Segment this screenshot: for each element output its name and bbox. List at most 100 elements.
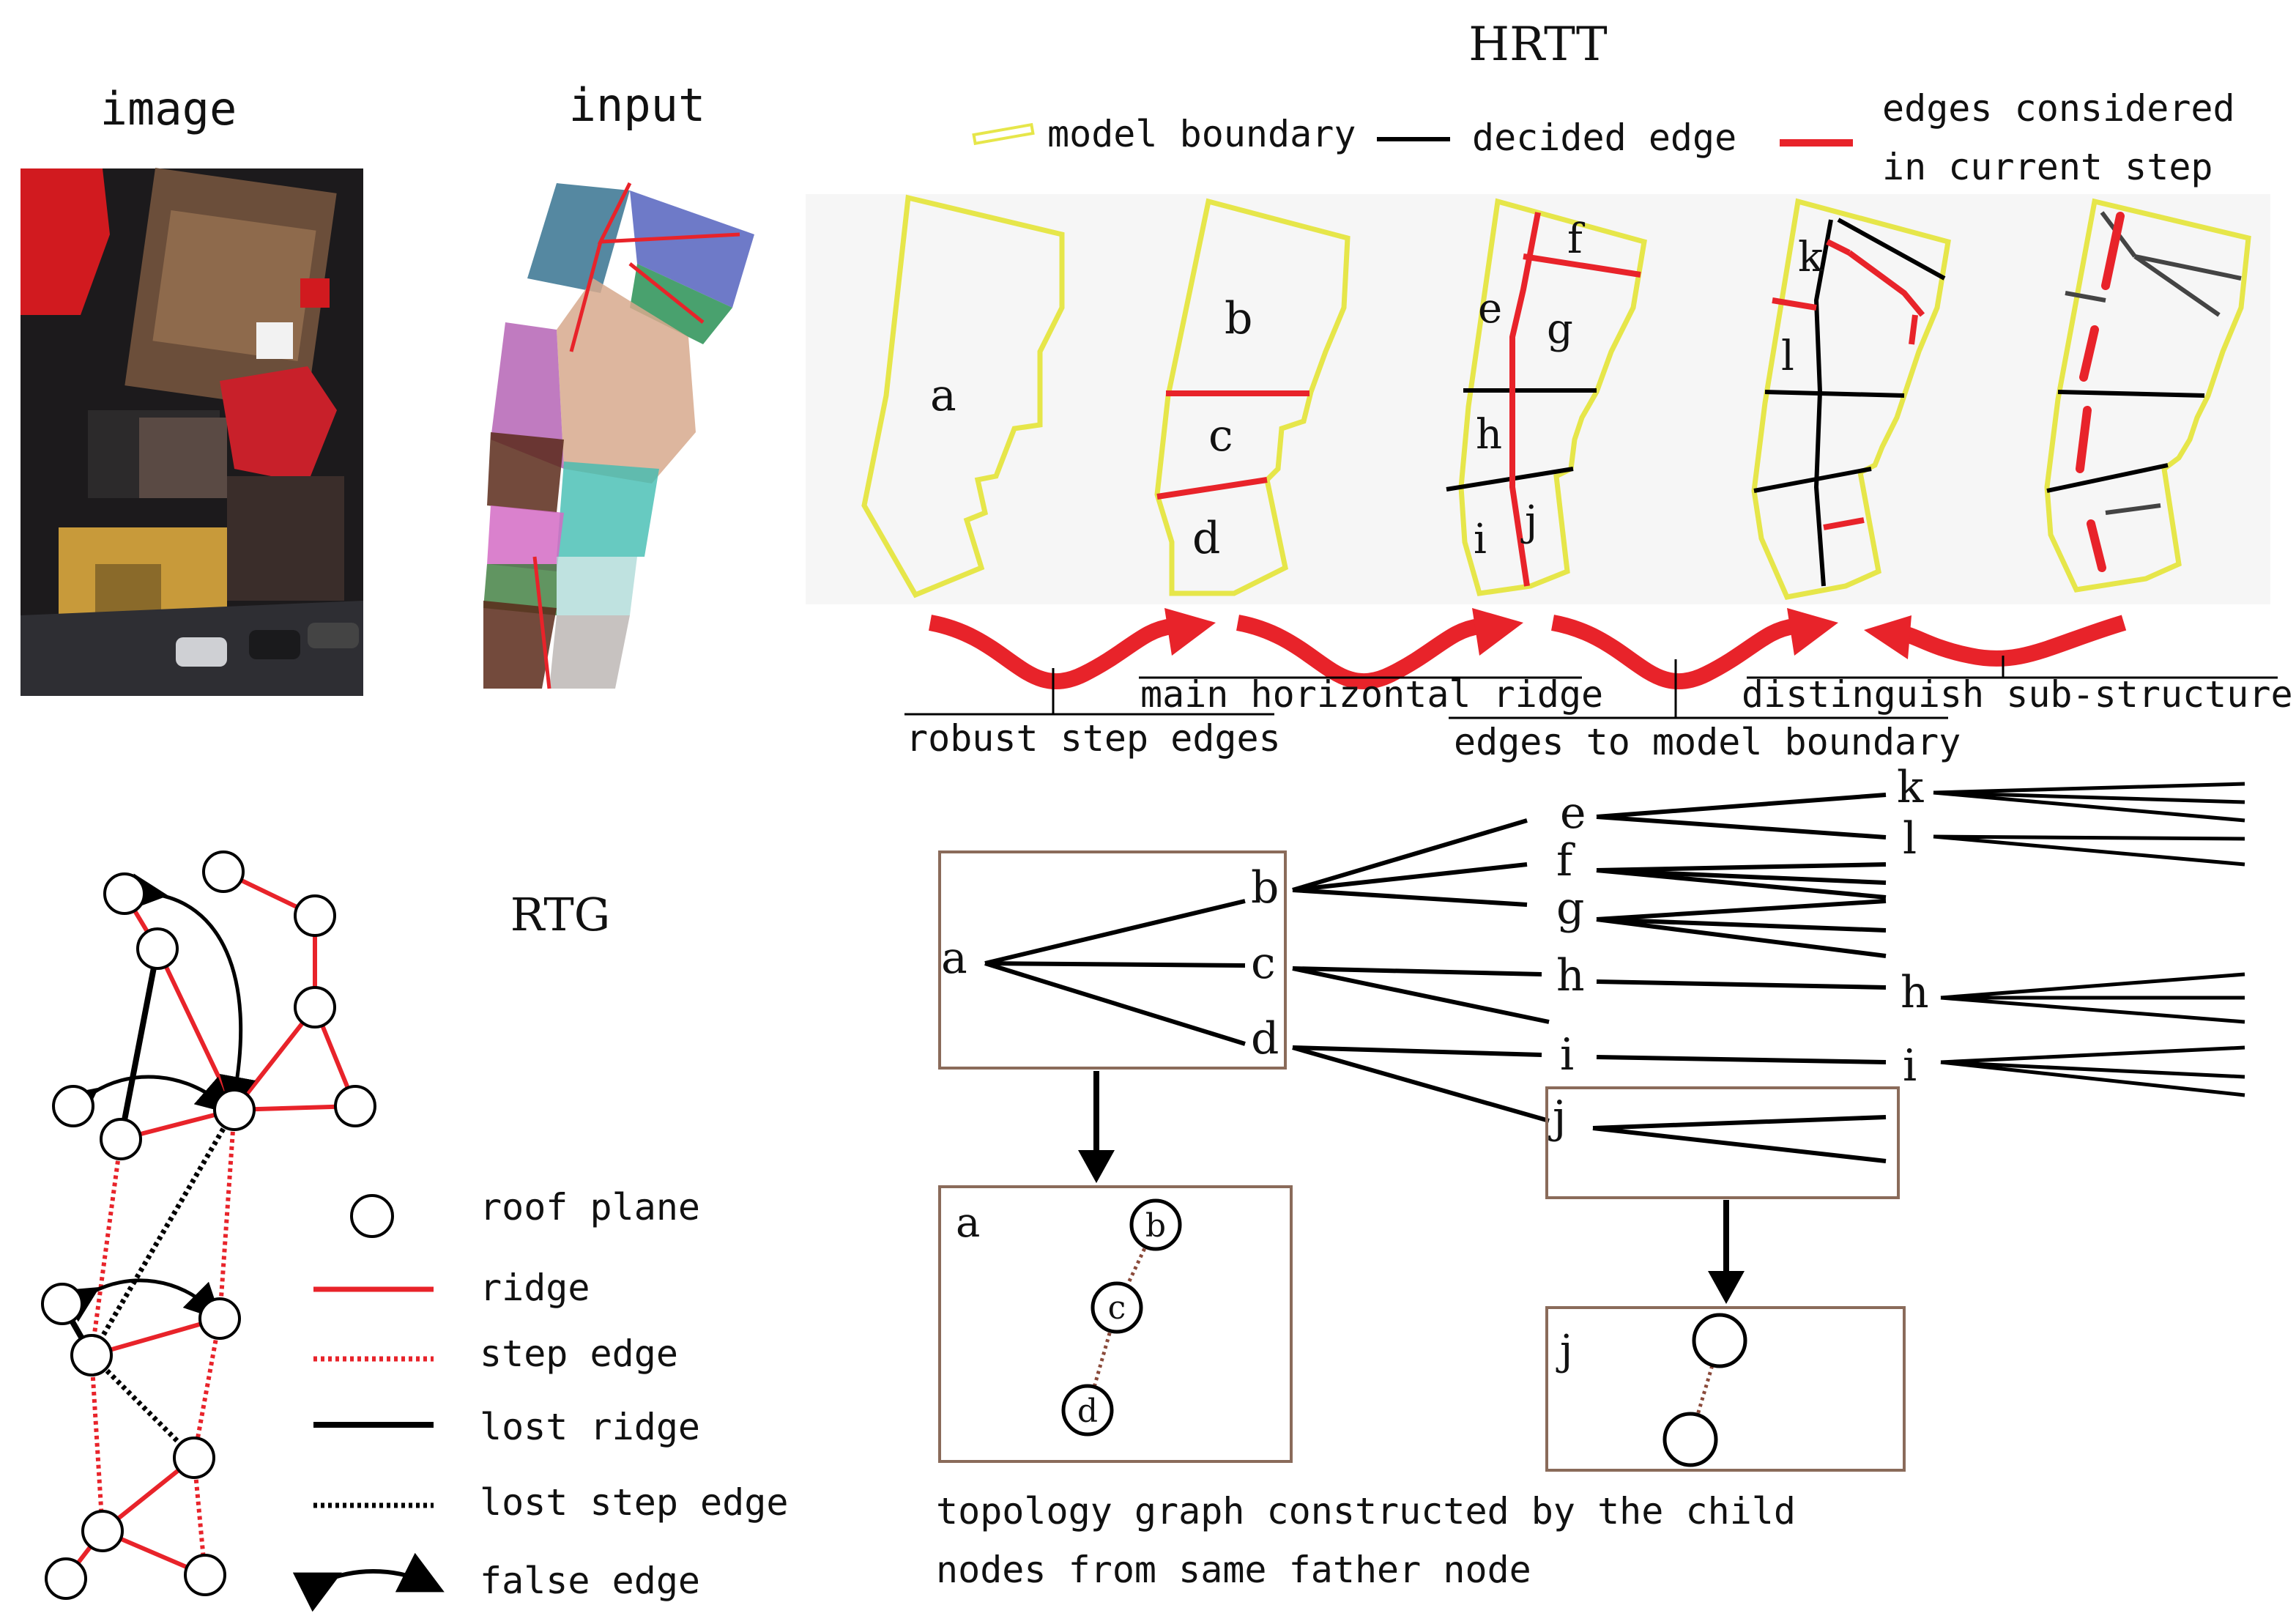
rtg-node <box>41 1283 83 1325</box>
tree-node-g: g <box>1556 883 1584 934</box>
subgraph-a: a b c d <box>938 1185 1293 1463</box>
legend-step-edge-label: step edge <box>480 1333 678 1375</box>
caption-line1: topology graph constructed by the child <box>936 1490 1796 1532</box>
subgraph-node-c-label: c <box>1108 1289 1126 1327</box>
region-h-label: h <box>1476 411 1502 459</box>
region-k-label: k <box>1798 234 1824 281</box>
tree-node-i: i <box>1560 1029 1574 1081</box>
hrtt-stage-2: b c d <box>1154 198 1351 596</box>
rtg-node <box>45 1557 87 1600</box>
hrtt-legend: model boundary decided edge edges consid… <box>972 87 2235 188</box>
hrtt-stage-5 <box>2044 198 2251 593</box>
tree-box-j <box>1545 1086 1900 1199</box>
legend-false-edge-label: false edge <box>480 1560 700 1602</box>
step-model-boundary-label: edges to model boundary <box>1454 721 1961 763</box>
legend-lost-step-edge-label: lost step edge <box>480 1481 788 1524</box>
rtg-node <box>334 1085 376 1127</box>
rtg-title: RTG <box>510 888 610 941</box>
down-arrows <box>1078 1071 1745 1304</box>
rtg-node <box>136 927 179 970</box>
legend-model-boundary-swatch <box>972 122 1035 146</box>
tree-node-h: h <box>1556 950 1585 1001</box>
tree-node-b: b <box>1251 862 1279 913</box>
legend-considered-line2: in current step <box>1882 146 2213 188</box>
rtg-false-edge-2 <box>58 1075 234 1125</box>
region-g-label: g <box>1547 305 1573 353</box>
rtg-node <box>70 1334 113 1376</box>
region-c-label: c <box>1208 410 1233 462</box>
hrtt-stage-4: k l <box>1751 198 1951 600</box>
stage5-red-seg-3 <box>2076 406 2092 473</box>
rtg-node <box>294 986 336 1028</box>
rtg-node <box>103 872 146 915</box>
rtg-false-edge-1 <box>130 873 256 1113</box>
legend-ridge-label: ridge <box>480 1267 590 1309</box>
rtg-legend: roof plane ridge step edge lost ridge lo… <box>292 1186 788 1612</box>
rtg-node <box>294 894 336 937</box>
stage3-ridge-f-red <box>1523 253 1641 278</box>
aerial-image <box>21 168 363 696</box>
subgraph-node-b <box>1129 1198 1182 1251</box>
stage3-ridge-e-red <box>1509 212 1541 587</box>
hrtt-title: HRTT <box>1468 18 1608 72</box>
subgraph-node-j-top <box>1692 1313 1747 1368</box>
rtg-node <box>173 1437 215 1479</box>
tree-box-a <box>938 850 1287 1070</box>
tree-node-f: f <box>1556 835 1575 886</box>
subgraph-node-c <box>1091 1281 1143 1334</box>
image-panel-title: image <box>100 82 237 136</box>
legend-lost-ridge-label: lost ridge <box>480 1406 700 1448</box>
step-robust-label: robust step edges <box>906 717 1281 760</box>
step-main-ridge-label: main horizontal ridge <box>1140 673 1603 716</box>
rtg-node <box>81 1510 124 1552</box>
hrtt-stage-3: e f g h i j <box>1446 198 1647 596</box>
hrtt-stage-background <box>806 194 2270 604</box>
rtg-node <box>213 1089 256 1131</box>
legend-model-boundary-label: model boundary <box>1047 113 1356 155</box>
rtg-node <box>184 1554 226 1596</box>
step-sub-structure-label: distinguish sub-structure <box>1742 673 2293 716</box>
arrow-stage1-to-2 <box>928 615 1173 690</box>
subgraph-node-d <box>1061 1384 1114 1437</box>
subgraph-node-j-bottom <box>1662 1412 1718 1467</box>
tree-node-j: j <box>1548 1091 1567 1143</box>
legend-false-edge-swatch <box>292 1552 445 1612</box>
subgraph-a-label: a <box>956 1199 980 1247</box>
rtg-node <box>52 1085 94 1127</box>
arrow-stage2-to-3 <box>1236 615 1481 690</box>
subgraph-j: j <box>1545 1306 1906 1472</box>
subgraph-node-d-label: d <box>1077 1393 1098 1430</box>
tree-node-e: e <box>1560 787 1586 839</box>
legend-considered-line1: edges considered <box>1882 87 2235 130</box>
rtg-lost-ridge <box>118 948 160 1140</box>
region-d-label: d <box>1192 513 1220 564</box>
input-panel-title: input <box>569 78 706 132</box>
stage5-red-seg-1 <box>2101 212 2125 290</box>
hrtt-stage-1: a <box>861 194 1065 598</box>
tree-node-a: a <box>941 933 967 984</box>
rtg-graph <box>41 850 376 1600</box>
tree-node-h-second: h <box>1901 967 1929 1018</box>
subgraph-j-label: j <box>1556 1327 1572 1374</box>
tree-node-l: l <box>1903 813 1917 864</box>
caption-line2: nodes from same father node <box>936 1549 1531 1591</box>
region-a-label: a <box>930 370 956 421</box>
rtg-false-edge-3 <box>59 1278 222 1322</box>
region-l-label: l <box>1781 333 1794 380</box>
hierarchy-tree: a b c d e f g h i k l h i <box>938 762 2245 1199</box>
tree-node-c: c <box>1251 938 1276 989</box>
stage-arrows <box>928 608 2127 690</box>
step-labels: robust step edges main horizontal ridge … <box>904 656 2293 763</box>
tree-node-d: d <box>1251 1013 1279 1064</box>
legend-decided-edge-label: decided edge <box>1472 116 1736 159</box>
subgraph-node-b-label: b <box>1145 1207 1166 1245</box>
tree-node-i-second: i <box>1903 1040 1917 1091</box>
legend-roof-plane-icon <box>350 1194 394 1238</box>
rtg-node <box>100 1118 142 1160</box>
input-point-cloud <box>483 182 754 689</box>
arrow-stage3-to-4 <box>1550 615 1796 690</box>
region-j-label: j <box>1520 497 1537 545</box>
rtg-node <box>198 1297 241 1340</box>
region-e-label: e <box>1478 285 1502 333</box>
